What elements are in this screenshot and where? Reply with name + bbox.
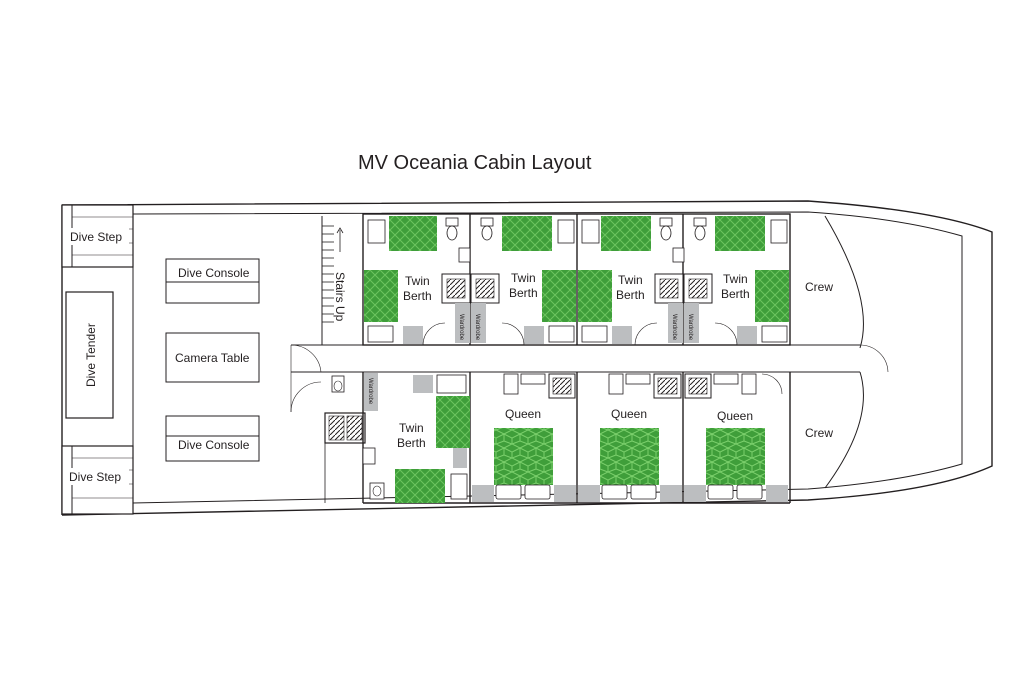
crew-bottom-label: Crew bbox=[805, 426, 833, 440]
camera-table-label: Camera Table bbox=[175, 351, 250, 365]
stairs-up-label: Stairs Up bbox=[333, 272, 347, 322]
queen-cabin-1-label: Queen bbox=[505, 407, 541, 421]
top-cabin-2-line2: Berth bbox=[509, 286, 538, 300]
dive-console-top-label: Dive Console bbox=[178, 266, 250, 280]
top-cabin-3-line1: Twin bbox=[618, 273, 643, 287]
dive-console-bottom-label: Dive Console bbox=[178, 438, 250, 452]
crew-top-label: Crew bbox=[805, 280, 833, 294]
top-cabin-4-line1: Twin bbox=[723, 272, 748, 286]
bow-curve bbox=[824, 215, 864, 489]
bottom-twin-wardrobe: Wardrobe bbox=[367, 378, 373, 405]
top-cabins: Twin Berth Wardrobe Twin Berth Wardrobe … bbox=[362, 213, 791, 346]
hull-outline bbox=[61, 200, 993, 516]
top-cabin-3-wardrobe: Wardrobe bbox=[671, 314, 677, 341]
dive-tender: Dive Tender bbox=[65, 291, 114, 419]
top-cabin-3-line2: Berth bbox=[616, 288, 645, 302]
dive-step-top-label: Dive Step bbox=[70, 230, 122, 244]
camera-table: Camera Table bbox=[165, 332, 260, 383]
stairs-up: Stairs Up bbox=[321, 216, 364, 345]
dive-step-bottom-label: Dive Step bbox=[69, 470, 121, 484]
queen-cabin-2-label: Queen bbox=[611, 407, 647, 421]
bottom-twin-line1: Twin bbox=[399, 421, 424, 435]
dive-console-top: Dive Console bbox=[165, 258, 260, 304]
queen-cabin-3-label: Queen bbox=[717, 409, 753, 423]
dive-tender-label: Dive Tender bbox=[84, 323, 98, 387]
queen-cabins: Queen Queen Queen bbox=[472, 372, 791, 503]
top-cabin-1-wardrobe: Wardrobe bbox=[458, 314, 464, 341]
top-cabin-1-line1: Twin bbox=[405, 274, 430, 288]
top-cabin-2-wardrobe: Wardrobe bbox=[474, 314, 480, 341]
page-title: MV Oceania Cabin Layout bbox=[358, 152, 592, 174]
bottom-twin-line2: Berth bbox=[397, 436, 426, 450]
top-cabin-4-line2: Berth bbox=[721, 287, 750, 301]
bottom-twin-cabin: Twin Berth Wardrobe bbox=[324, 372, 790, 504]
top-cabin-2-line1: Twin bbox=[511, 271, 536, 285]
dive-step-top: Dive Step bbox=[61, 204, 134, 268]
top-cabin-1-line2: Berth bbox=[403, 289, 432, 303]
top-cabin-4-wardrobe: Wardrobe bbox=[687, 314, 693, 341]
corridor bbox=[290, 344, 889, 413]
dive-step-bottom: Dive Step bbox=[61, 445, 134, 515]
deck-inner-line bbox=[132, 211, 963, 504]
dive-console-bottom: Dive Console bbox=[165, 415, 260, 462]
